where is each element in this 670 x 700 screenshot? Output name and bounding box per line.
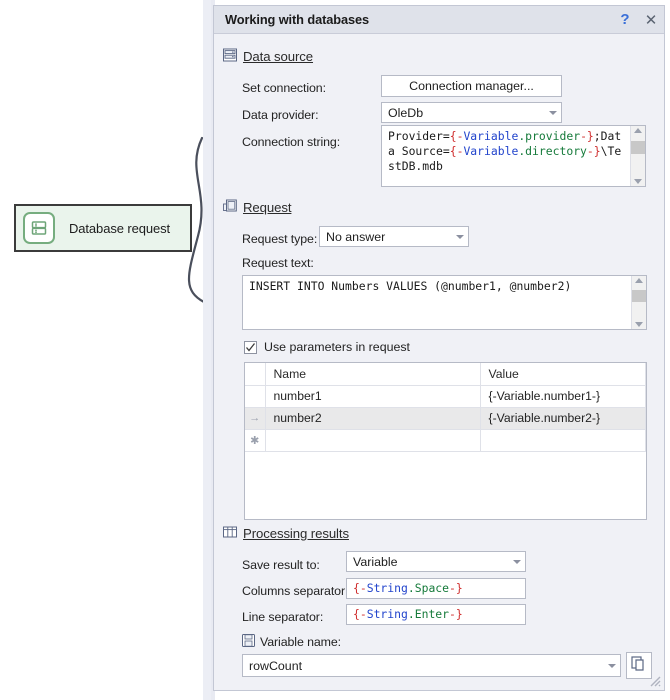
use-parameters-label: Use parameters in request: [264, 340, 411, 354]
line-separator-input[interactable]: {-String.Enter-}: [346, 604, 526, 625]
line-separator-value: {-String.Enter-}: [353, 607, 463, 621]
row-marker[interactable]: →: [245, 407, 266, 430]
cell-name[interactable]: number2: [265, 407, 481, 430]
row-marker-header: [245, 363, 266, 386]
working-with-databases-dialog: Working with databases ? ✕ Data source S…: [213, 5, 665, 691]
section-header-request: Request: [223, 199, 292, 216]
columns-separator-label: Columns separator:: [242, 584, 349, 598]
section-title-request: Request: [243, 200, 292, 215]
table-header-row: Name Value: [245, 363, 646, 386]
cell-value[interactable]: [480, 429, 646, 452]
data-provider-value: OleDb: [388, 105, 424, 120]
variable-name-label: Variable name:: [260, 635, 342, 649]
save-result-label: Save result to:: [242, 558, 320, 572]
cell-name[interactable]: number1: [265, 385, 481, 408]
section-title-processing-results: Processing results: [243, 526, 349, 541]
chevron-down-icon[interactable]: [508, 552, 525, 571]
dialog-body: Data source Set connection: Connection m…: [214, 34, 664, 690]
connection-string-textarea[interactable]: Provider={-Variable.provider-};Data Sour…: [381, 125, 646, 187]
connection-manager-button-label: Connection manager...: [409, 79, 534, 93]
connection-string-value: Provider={-Variable.provider-};Data Sour…: [388, 129, 622, 173]
chevron-down-icon[interactable]: [544, 103, 561, 122]
table-row[interactable]: ✱: [245, 429, 646, 452]
database-icon: [23, 212, 55, 244]
variable-name-header: Variable name:: [242, 634, 341, 650]
request-text-scrollbar[interactable]: [631, 276, 646, 329]
data-provider-label: Data provider:: [242, 108, 319, 122]
request-text-textarea[interactable]: INSERT INTO Numbers VALUES (@number1, @n…: [242, 275, 647, 330]
scrollbar-thumb[interactable]: [632, 290, 646, 302]
connection-manager-button[interactable]: Connection manager...: [381, 75, 562, 97]
flow-node-label: Database request: [69, 220, 171, 236]
copy-icon: [631, 656, 647, 675]
request-section-icon: [223, 199, 237, 216]
dialog-title: Working with databases: [225, 12, 370, 27]
row-marker[interactable]: ✱: [245, 429, 266, 452]
close-icon[interactable]: ✕: [644, 11, 658, 29]
scroll-down-icon[interactable]: [635, 322, 643, 327]
columns-separator-input[interactable]: {-String.Space-}: [346, 578, 526, 599]
grid-section-icon: [223, 525, 237, 542]
columns-separator-value: {-String.Space-}: [353, 581, 463, 595]
use-parameters-checkbox[interactable]: Use parameters in request: [244, 340, 410, 354]
copy-button[interactable]: [626, 652, 652, 679]
column-header-value[interactable]: Value: [480, 363, 646, 386]
cell-value[interactable]: {-Variable.number1-}: [480, 385, 646, 408]
request-type-value: No answer: [326, 229, 386, 244]
section-title-data-source: Data source: [243, 49, 314, 64]
variable-name-value: rowCount: [249, 658, 303, 673]
table-row[interactable]: →number2{-Variable.number2-}: [245, 407, 646, 430]
help-icon[interactable]: ?: [620, 11, 630, 28]
parameters-table[interactable]: Name Value number1{-Variable.number1-}→n…: [244, 362, 647, 520]
chevron-down-icon[interactable]: [451, 227, 468, 246]
request-text-value: INSERT INTO Numbers VALUES (@number1, @n…: [249, 279, 572, 293]
section-header-data-source: Data source: [223, 48, 313, 65]
chevron-down-icon[interactable]: [603, 655, 620, 676]
cell-value[interactable]: {-Variable.number2-}: [480, 407, 646, 430]
resize-grip[interactable]: [647, 673, 661, 687]
request-type-select[interactable]: No answer: [319, 226, 469, 247]
cell-name[interactable]: [265, 429, 481, 452]
dialog-shadow-band: [203, 0, 211, 700]
connection-string-label: Connection string:: [242, 135, 341, 149]
request-type-label: Request type:: [242, 232, 318, 246]
save-result-value: Variable: [353, 554, 398, 569]
row-marker[interactable]: [245, 385, 266, 408]
column-header-name[interactable]: Name: [265, 363, 481, 386]
scroll-down-icon[interactable]: [634, 179, 642, 184]
line-separator-label: Line separator:: [242, 610, 324, 624]
request-text-label: Request text:: [242, 256, 314, 270]
scrollbar-thumb[interactable]: [631, 141, 645, 154]
data-provider-select[interactable]: OleDb: [381, 102, 562, 123]
dialog-titlebar: Working with databases ? ✕: [214, 6, 664, 34]
checkbox-box[interactable]: [244, 340, 257, 354]
save-disk-icon: [242, 634, 255, 650]
variable-name-select[interactable]: rowCount: [242, 654, 621, 677]
scroll-up-icon[interactable]: [635, 278, 643, 283]
set-connection-label: Set connection:: [242, 81, 326, 95]
flow-node-database-request[interactable]: Database request: [14, 204, 192, 252]
scroll-up-icon[interactable]: [634, 128, 642, 133]
connection-string-scrollbar[interactable]: [630, 126, 645, 186]
table-row[interactable]: number1{-Variable.number1-}: [245, 385, 646, 408]
section-header-processing-results: Processing results: [223, 525, 349, 542]
save-result-select[interactable]: Variable: [346, 551, 526, 572]
database-section-icon: [223, 48, 237, 65]
